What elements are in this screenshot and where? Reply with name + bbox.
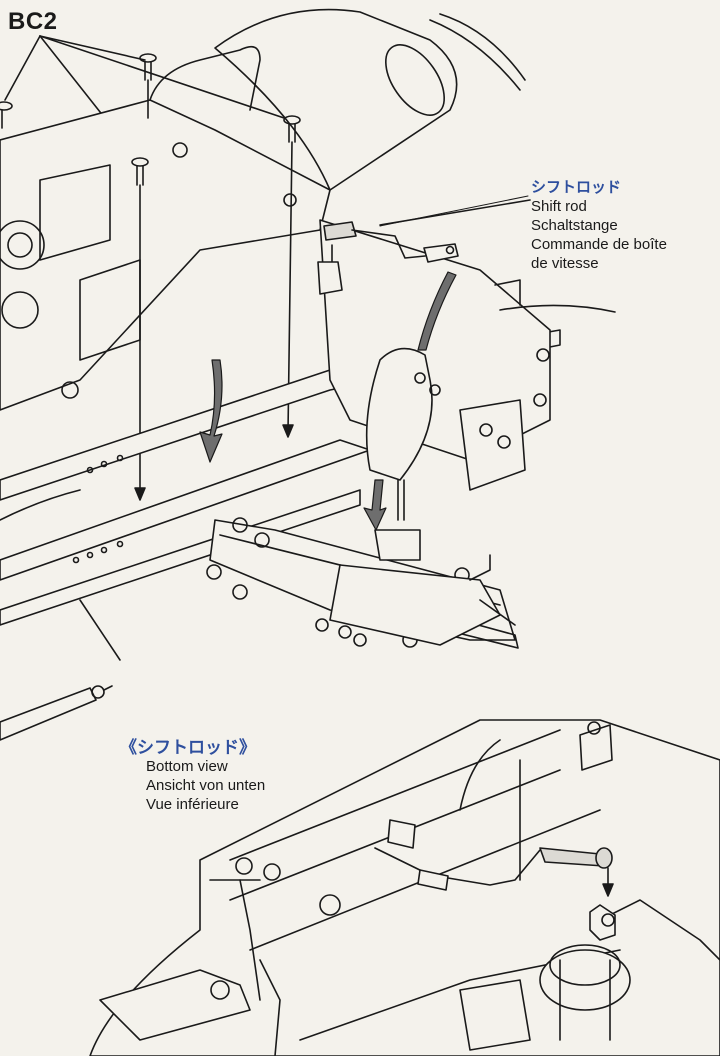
- shift-lever-boot: [365, 347, 441, 561]
- shift-rod-upper: [317, 199, 531, 295]
- shift-rod-label-en: Shift rod: [531, 198, 587, 215]
- shifter-base: [329, 554, 516, 646]
- motion-arrows: [199, 271, 457, 531]
- bottom-view-label-de: Ansicht von unten: [146, 777, 266, 794]
- shift-rod-label-jp: シフトロッド: [531, 179, 622, 196]
- screw-4: [0, 101, 13, 129]
- part-code-label: BC2: [8, 8, 58, 35]
- shift-rod-leader: [379, 195, 529, 227]
- shift-rod-label-fr-2: de vitesse: [531, 255, 599, 272]
- shift-rod-label-de: Schaltstange: [531, 217, 618, 234]
- motor: [214, 8, 526, 191]
- shift-rod-label-fr-1: Commande de boîte: [531, 236, 667, 253]
- bottom-view-gearbox: [459, 904, 631, 1051]
- bottom-view-label-fr: Vue inférieure: [146, 796, 239, 813]
- bottom-view-shift-rod: [374, 819, 614, 897]
- screw-1: [139, 53, 157, 119]
- lower-strut: [0, 599, 121, 741]
- bottom-view-title-jp: 《シフトロッド》: [120, 738, 256, 757]
- shift-rod-callout: シフトロッド Shift rod Schaltstange Commande d…: [531, 178, 667, 273]
- bottom-view-suspension: [99, 879, 281, 1056]
- bottom-view-callout: 《シフトロッド》 Bottom view Ansicht von unten V…: [120, 738, 265, 814]
- bottom-view-label-en: Bottom view: [146, 758, 228, 775]
